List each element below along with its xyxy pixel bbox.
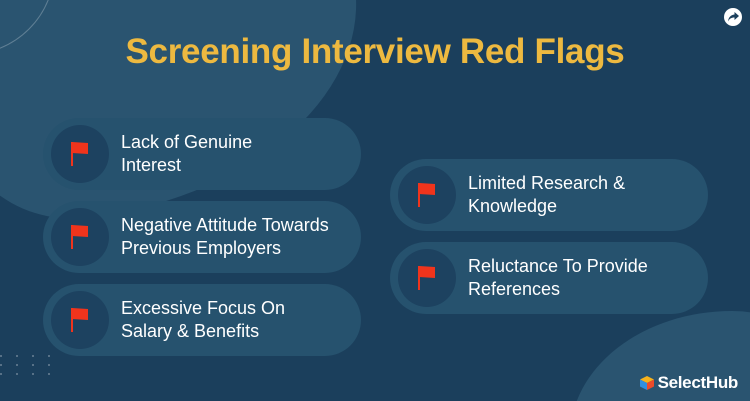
selecthub-logo: SelectHub — [639, 373, 738, 393]
icon-circle — [51, 291, 109, 349]
card-label: Limited Research & Knowledge — [468, 173, 626, 216]
icon-circle — [398, 166, 456, 224]
share-icon — [727, 12, 739, 22]
icon-circle — [51, 125, 109, 183]
red-flag-icon — [71, 225, 88, 249]
red-flag-icon — [418, 266, 435, 290]
decorative-dot-grid — [0, 355, 56, 375]
red-flag-card: Excessive Focus On Salary & Benefits — [43, 284, 361, 356]
card-label: Negative Attitude Towards Previous Emplo… — [121, 215, 329, 258]
red-flag-icon — [418, 183, 435, 207]
icon-circle — [398, 249, 456, 307]
card-label: Excessive Focus On Salary & Benefits — [121, 298, 286, 341]
card-label: Lack of Genuine Interest — [121, 132, 253, 175]
red-flag-icon — [71, 308, 88, 332]
page-title: Screening Interview Red Flags — [125, 32, 625, 71]
red-flag-card: Reluctance To Provide References — [390, 242, 708, 314]
share-button[interactable] — [724, 8, 742, 26]
card-label: Reluctance To Provide References — [468, 256, 648, 299]
brand-name: SelectHub — [657, 373, 739, 392]
red-flag-card: Lack of Genuine Interest — [43, 118, 361, 190]
selecthub-cube-logo-icon — [639, 376, 654, 390]
red-flag-card: Limited Research & Knowledge — [390, 159, 708, 231]
red-flag-icon — [71, 142, 88, 166]
red-flag-card: Negative Attitude Towards Previous Emplo… — [43, 201, 361, 273]
icon-circle — [51, 208, 109, 266]
